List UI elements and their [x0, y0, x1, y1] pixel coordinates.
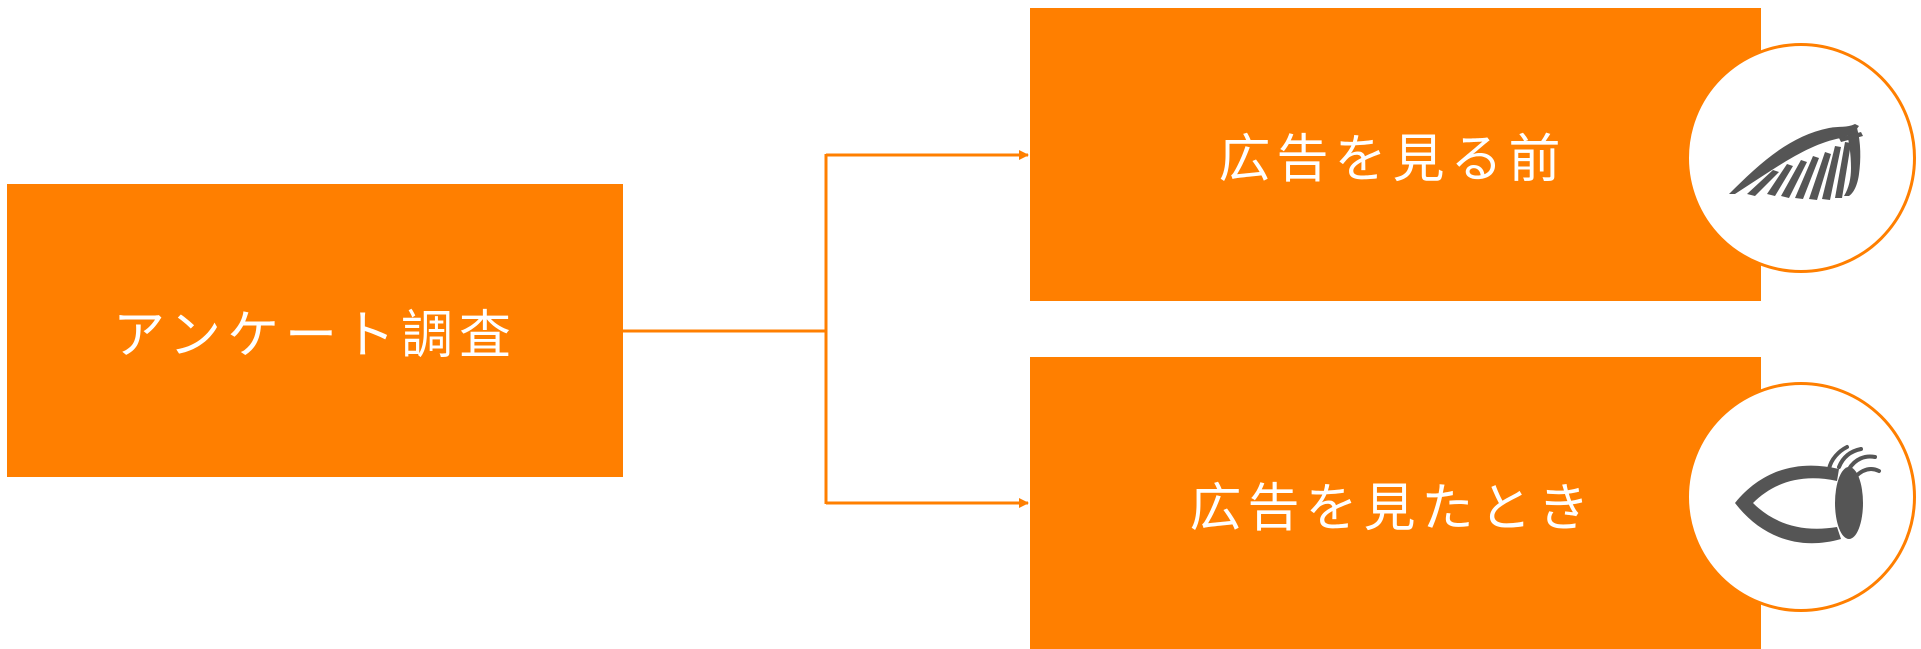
source-box: アンケート調査 [7, 184, 623, 477]
icon-circle-during [1686, 382, 1916, 612]
icon-circle-before [1686, 43, 1916, 273]
closed-eye-icon [1729, 124, 1863, 200]
target-label-before: 広告を見る前 [1218, 130, 1567, 190]
open-eye-icon [1735, 445, 1881, 544]
target-label-during: 広告を見たとき [1189, 478, 1596, 539]
target-box-before: 広告を見る前 [1030, 8, 1761, 301]
target-box-during: 広告を見たとき [1030, 357, 1761, 649]
source-label: アンケート調査 [113, 306, 517, 366]
